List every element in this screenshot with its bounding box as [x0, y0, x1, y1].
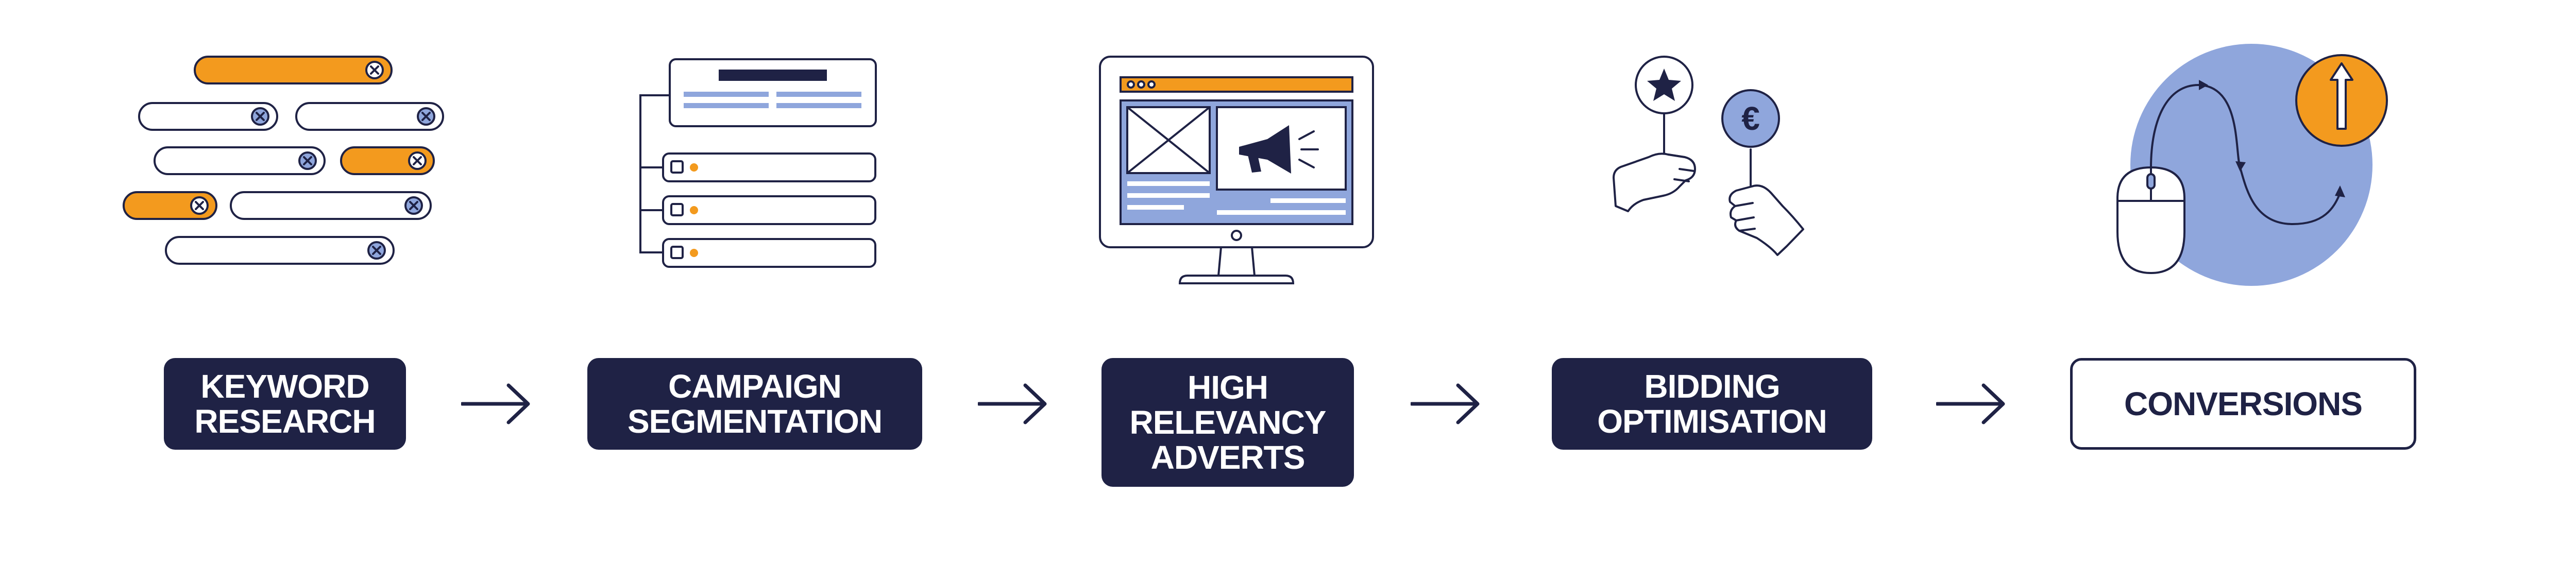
- keyword-tags-icon: [123, 56, 444, 265]
- right-arrow-icon: [1411, 383, 1480, 424]
- keyword-tag: [194, 56, 393, 84]
- keyword-tag: [295, 102, 444, 131]
- stage-label-conversions: CONVERSIONS: [2070, 358, 2416, 450]
- keyword-tag: [340, 146, 435, 175]
- right-arrow-icon: [978, 383, 1047, 424]
- stage-label-keyword-research: KEYWORD RESEARCH: [164, 358, 406, 450]
- stage-label-high-relevancy-adverts: HIGH RELEVANCY ADVERTS: [1101, 358, 1354, 487]
- star-icon: [1647, 69, 1681, 101]
- right-arrow-icon: [461, 383, 530, 424]
- ad-group-row: [662, 238, 876, 268]
- mouse-growth-icon: [2116, 44, 2388, 286]
- euro-paddle: [1721, 89, 1780, 148]
- mouse-icon: [2116, 166, 2185, 275]
- megaphone-icon: [1239, 125, 1291, 174]
- stage-label-campaign-segmentation: CAMPAIGN SEGMENTATION: [587, 358, 922, 450]
- euro-symbol: €: [1741, 100, 1760, 137]
- checkbox-icon: [670, 203, 684, 216]
- right-arrow-icon: [1936, 383, 2005, 424]
- checkbox-icon: [670, 160, 684, 174]
- keyword-tag: [138, 102, 278, 131]
- keyword-tag: [230, 191, 432, 220]
- ad-group-row: [662, 152, 876, 182]
- hand-icon: [1613, 152, 1696, 212]
- hierarchy-tree-icon: [639, 58, 877, 268]
- up-arrow-icon: [2330, 62, 2353, 130]
- bidding-paddles-icon: €: [1613, 56, 1804, 256]
- ad-group-row: [662, 195, 876, 225]
- keyword-tag: [165, 236, 395, 265]
- monitor-megaphone-icon: [1099, 56, 1374, 284]
- keyword-tag: [154, 146, 326, 175]
- stage-label-bidding-optimisation: BIDDING OPTIMISATION: [1552, 358, 1872, 450]
- checkbox-icon: [670, 246, 684, 259]
